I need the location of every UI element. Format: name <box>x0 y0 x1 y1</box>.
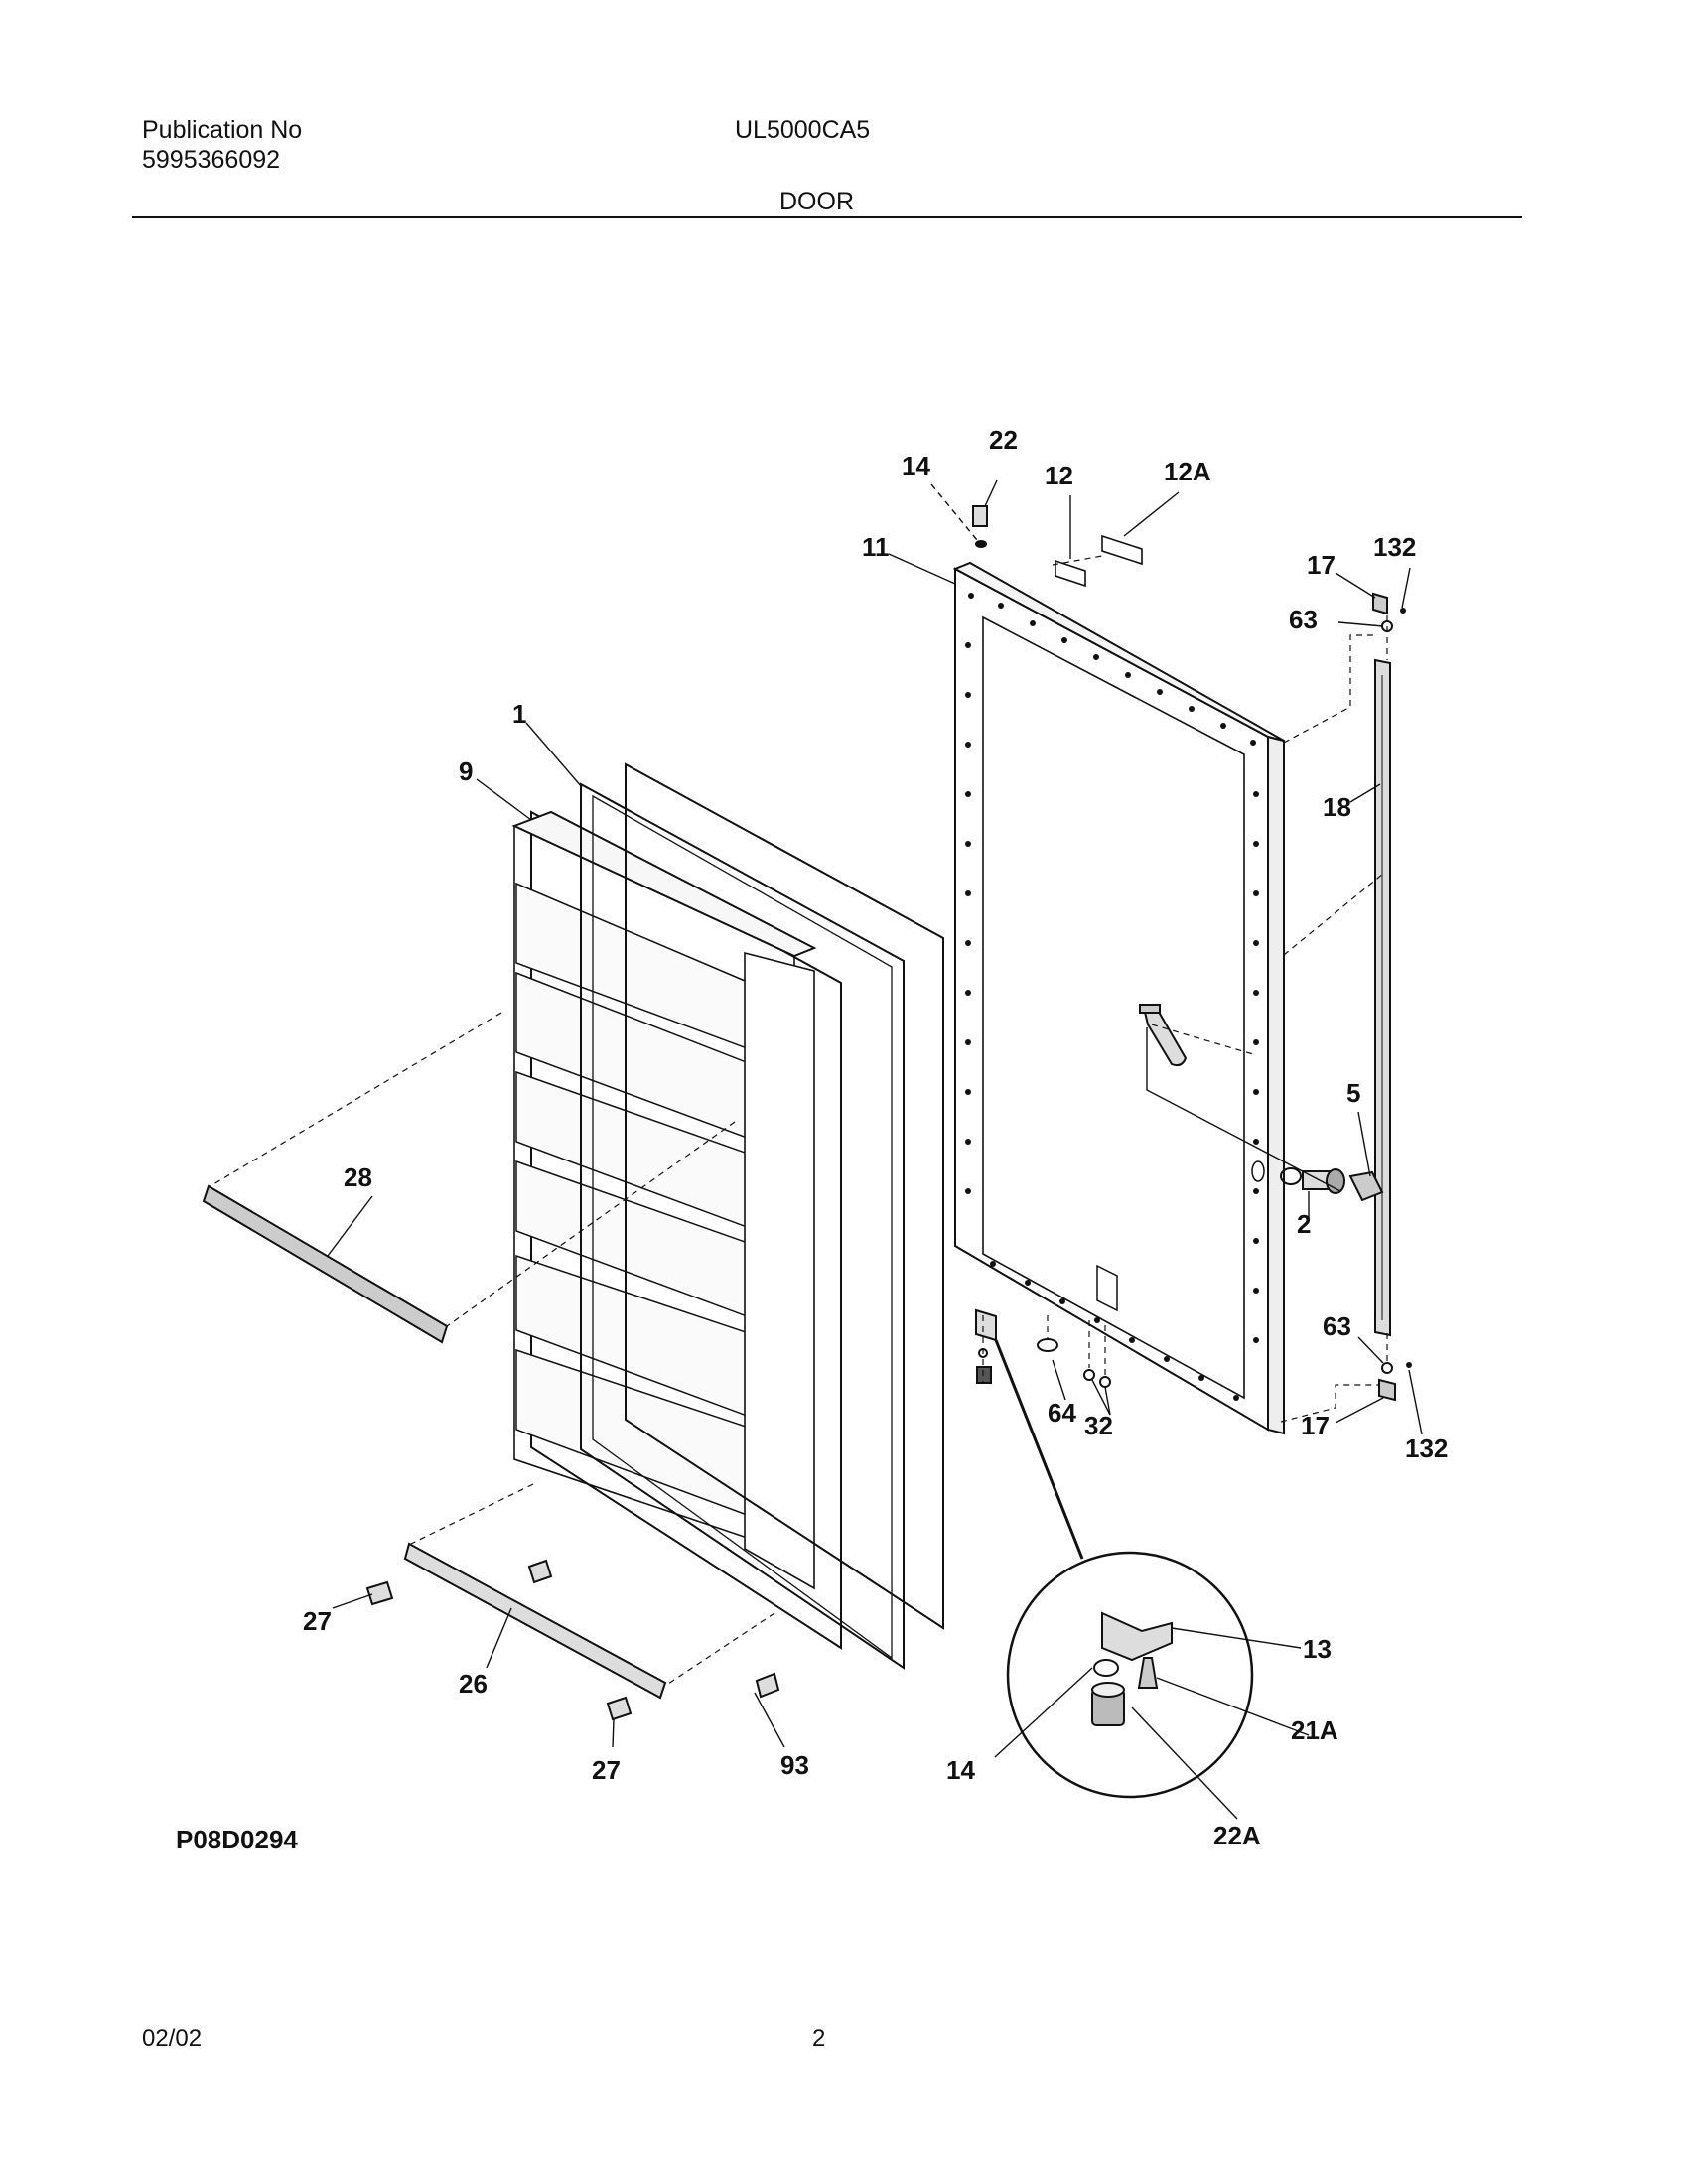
callout-18: 18 <box>1323 792 1351 822</box>
callout-13: 13 <box>1303 1634 1332 1664</box>
callout-132-top: 132 <box>1373 532 1416 562</box>
section-title: DOOR <box>779 188 854 215</box>
callout-132-bottom: 132 <box>1405 1433 1448 1463</box>
callout-64: 64 <box>1048 1398 1076 1428</box>
callout-26: 26 <box>459 1669 488 1699</box>
callout-63-top: 63 <box>1289 605 1318 634</box>
callout-63-bottom: 63 <box>1323 1311 1351 1341</box>
callout-2: 2 <box>1297 1209 1311 1239</box>
callout-1: 1 <box>512 699 526 729</box>
publication-label: Publication No <box>142 116 303 144</box>
callout-14-detail: 14 <box>946 1755 975 1785</box>
callout-22: 22 <box>989 425 1018 455</box>
callout-5: 5 <box>1346 1078 1360 1108</box>
header-rule <box>132 216 1522 218</box>
callout-11: 11 <box>862 532 890 562</box>
callout-27-left: 27 <box>303 1606 332 1636</box>
callout-27-bottom: 27 <box>592 1755 621 1785</box>
outer-door-panel <box>955 563 1284 1433</box>
callout-28: 28 <box>344 1162 372 1192</box>
callout-12: 12 <box>1045 461 1073 490</box>
model-number: UL5000CA5 <box>735 116 871 144</box>
callout-17-bottom: 17 <box>1301 1411 1330 1440</box>
callout-21A: 21A <box>1291 1715 1338 1745</box>
drawing-number: P08D0294 <box>176 1825 298 1854</box>
callout-14: 14 <box>902 451 930 480</box>
publication-date: 02/02 <box>142 2025 203 2052</box>
page-number: 2 <box>812 2025 826 2052</box>
callout-22A: 22A <box>1213 1821 1261 1850</box>
callout-32: 32 <box>1084 1411 1113 1440</box>
inner-door-liner <box>514 812 841 1648</box>
callout-17-top: 17 <box>1307 550 1336 580</box>
callout-12A: 12A <box>1164 457 1211 486</box>
publication-number: 5995366092 <box>142 146 281 174</box>
callout-9: 9 <box>459 756 473 786</box>
callout-93: 93 <box>780 1750 809 1780</box>
